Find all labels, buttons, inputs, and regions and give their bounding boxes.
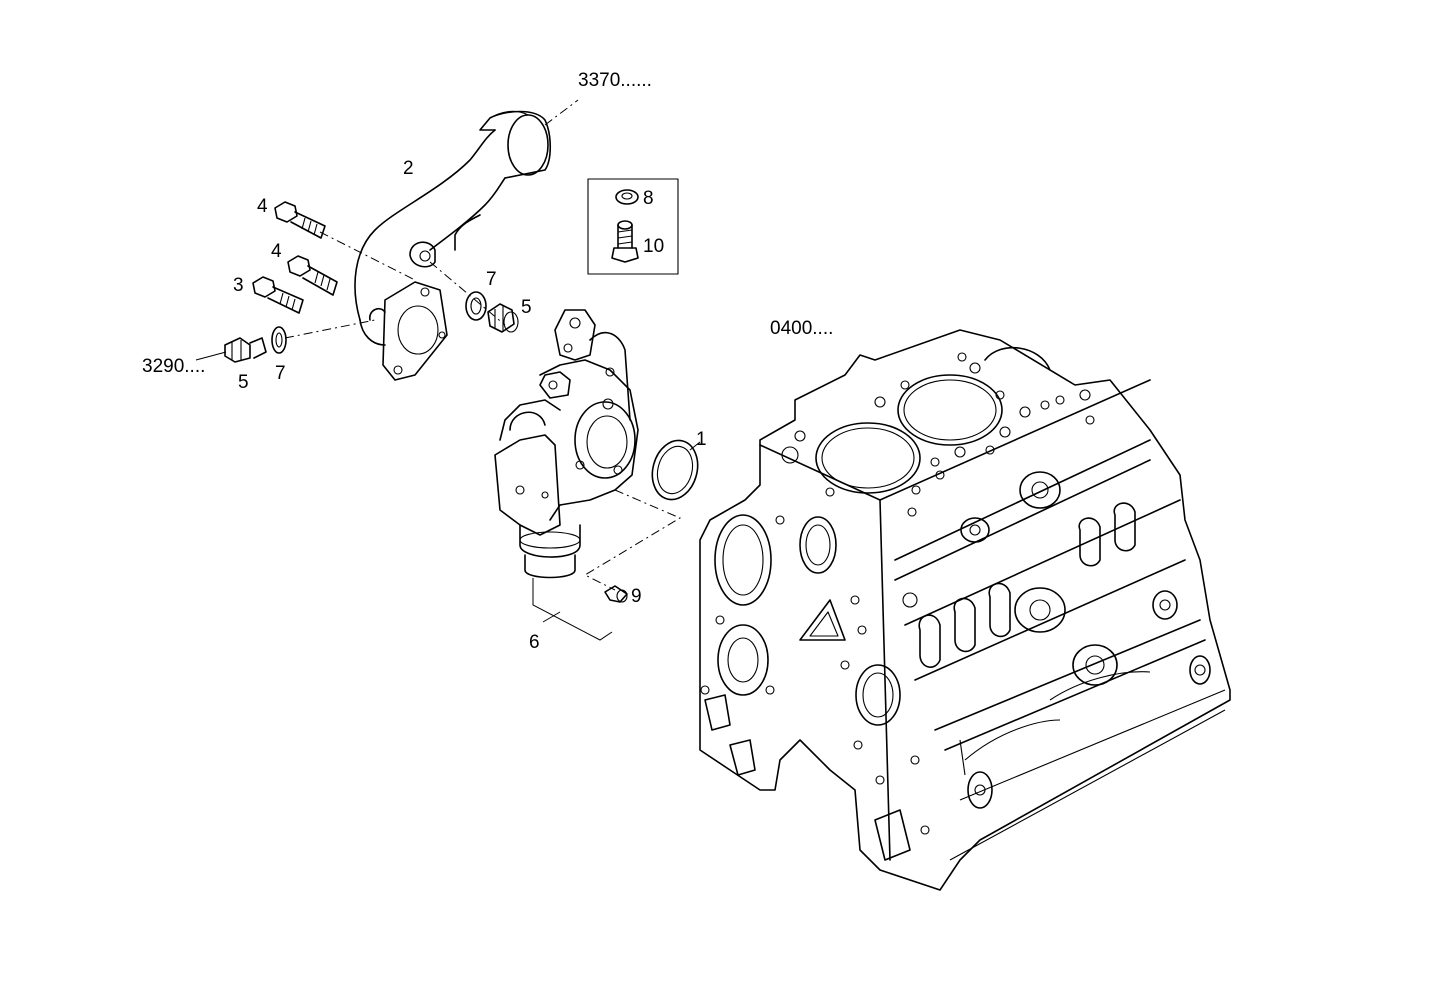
- water-pump-housing: [494, 309, 639, 579]
- o-ring-1: [651, 439, 699, 501]
- callout-8: 8: [643, 188, 654, 209]
- plug-9: [604, 585, 628, 603]
- callout-2: 2: [403, 158, 414, 179]
- callout-7-left: 7: [275, 363, 286, 384]
- fitting-5-right: [487, 303, 519, 333]
- engine-block: [699, 329, 1231, 891]
- callout-7-right: 7: [486, 269, 497, 290]
- centerline-fitting-right: [429, 261, 506, 326]
- fitting-5-left: [224, 337, 267, 363]
- coolant-pipe: [354, 110, 552, 381]
- callout-1: 1: [696, 429, 707, 450]
- callout-5-right: 5: [521, 297, 532, 318]
- callout-10: 10: [643, 236, 664, 257]
- washer-8: [615, 189, 639, 205]
- leader-1: [689, 441, 701, 451]
- bolt-3: [252, 276, 304, 314]
- callout-6: 6: [529, 632, 540, 653]
- centerline-housing: [583, 489, 682, 591]
- washer-7-left: [271, 326, 287, 354]
- callout-4-upper: 4: [257, 196, 268, 217]
- bolt-4-upper: [274, 201, 326, 239]
- centerline-3370: [544, 99, 579, 126]
- callout-5-left: 5: [238, 372, 249, 393]
- callout-3: 3: [233, 275, 244, 296]
- callout-4-lower: 4: [271, 241, 282, 262]
- callout-3370: 3370......: [578, 70, 652, 91]
- leader-3290: [195, 351, 227, 361]
- inset-box: [587, 178, 679, 275]
- washer-7-right: [465, 291, 487, 321]
- callout-0400: 0400....: [770, 318, 833, 339]
- bolt-10: [611, 220, 639, 263]
- leader-6b: [542, 611, 561, 623]
- callout-9: 9: [631, 586, 642, 607]
- callout-3290: 3290....: [142, 356, 205, 377]
- leader-6: [532, 578, 613, 641]
- centerline-fitting-left: [284, 319, 376, 339]
- bolt-4-lower: [287, 255, 338, 296]
